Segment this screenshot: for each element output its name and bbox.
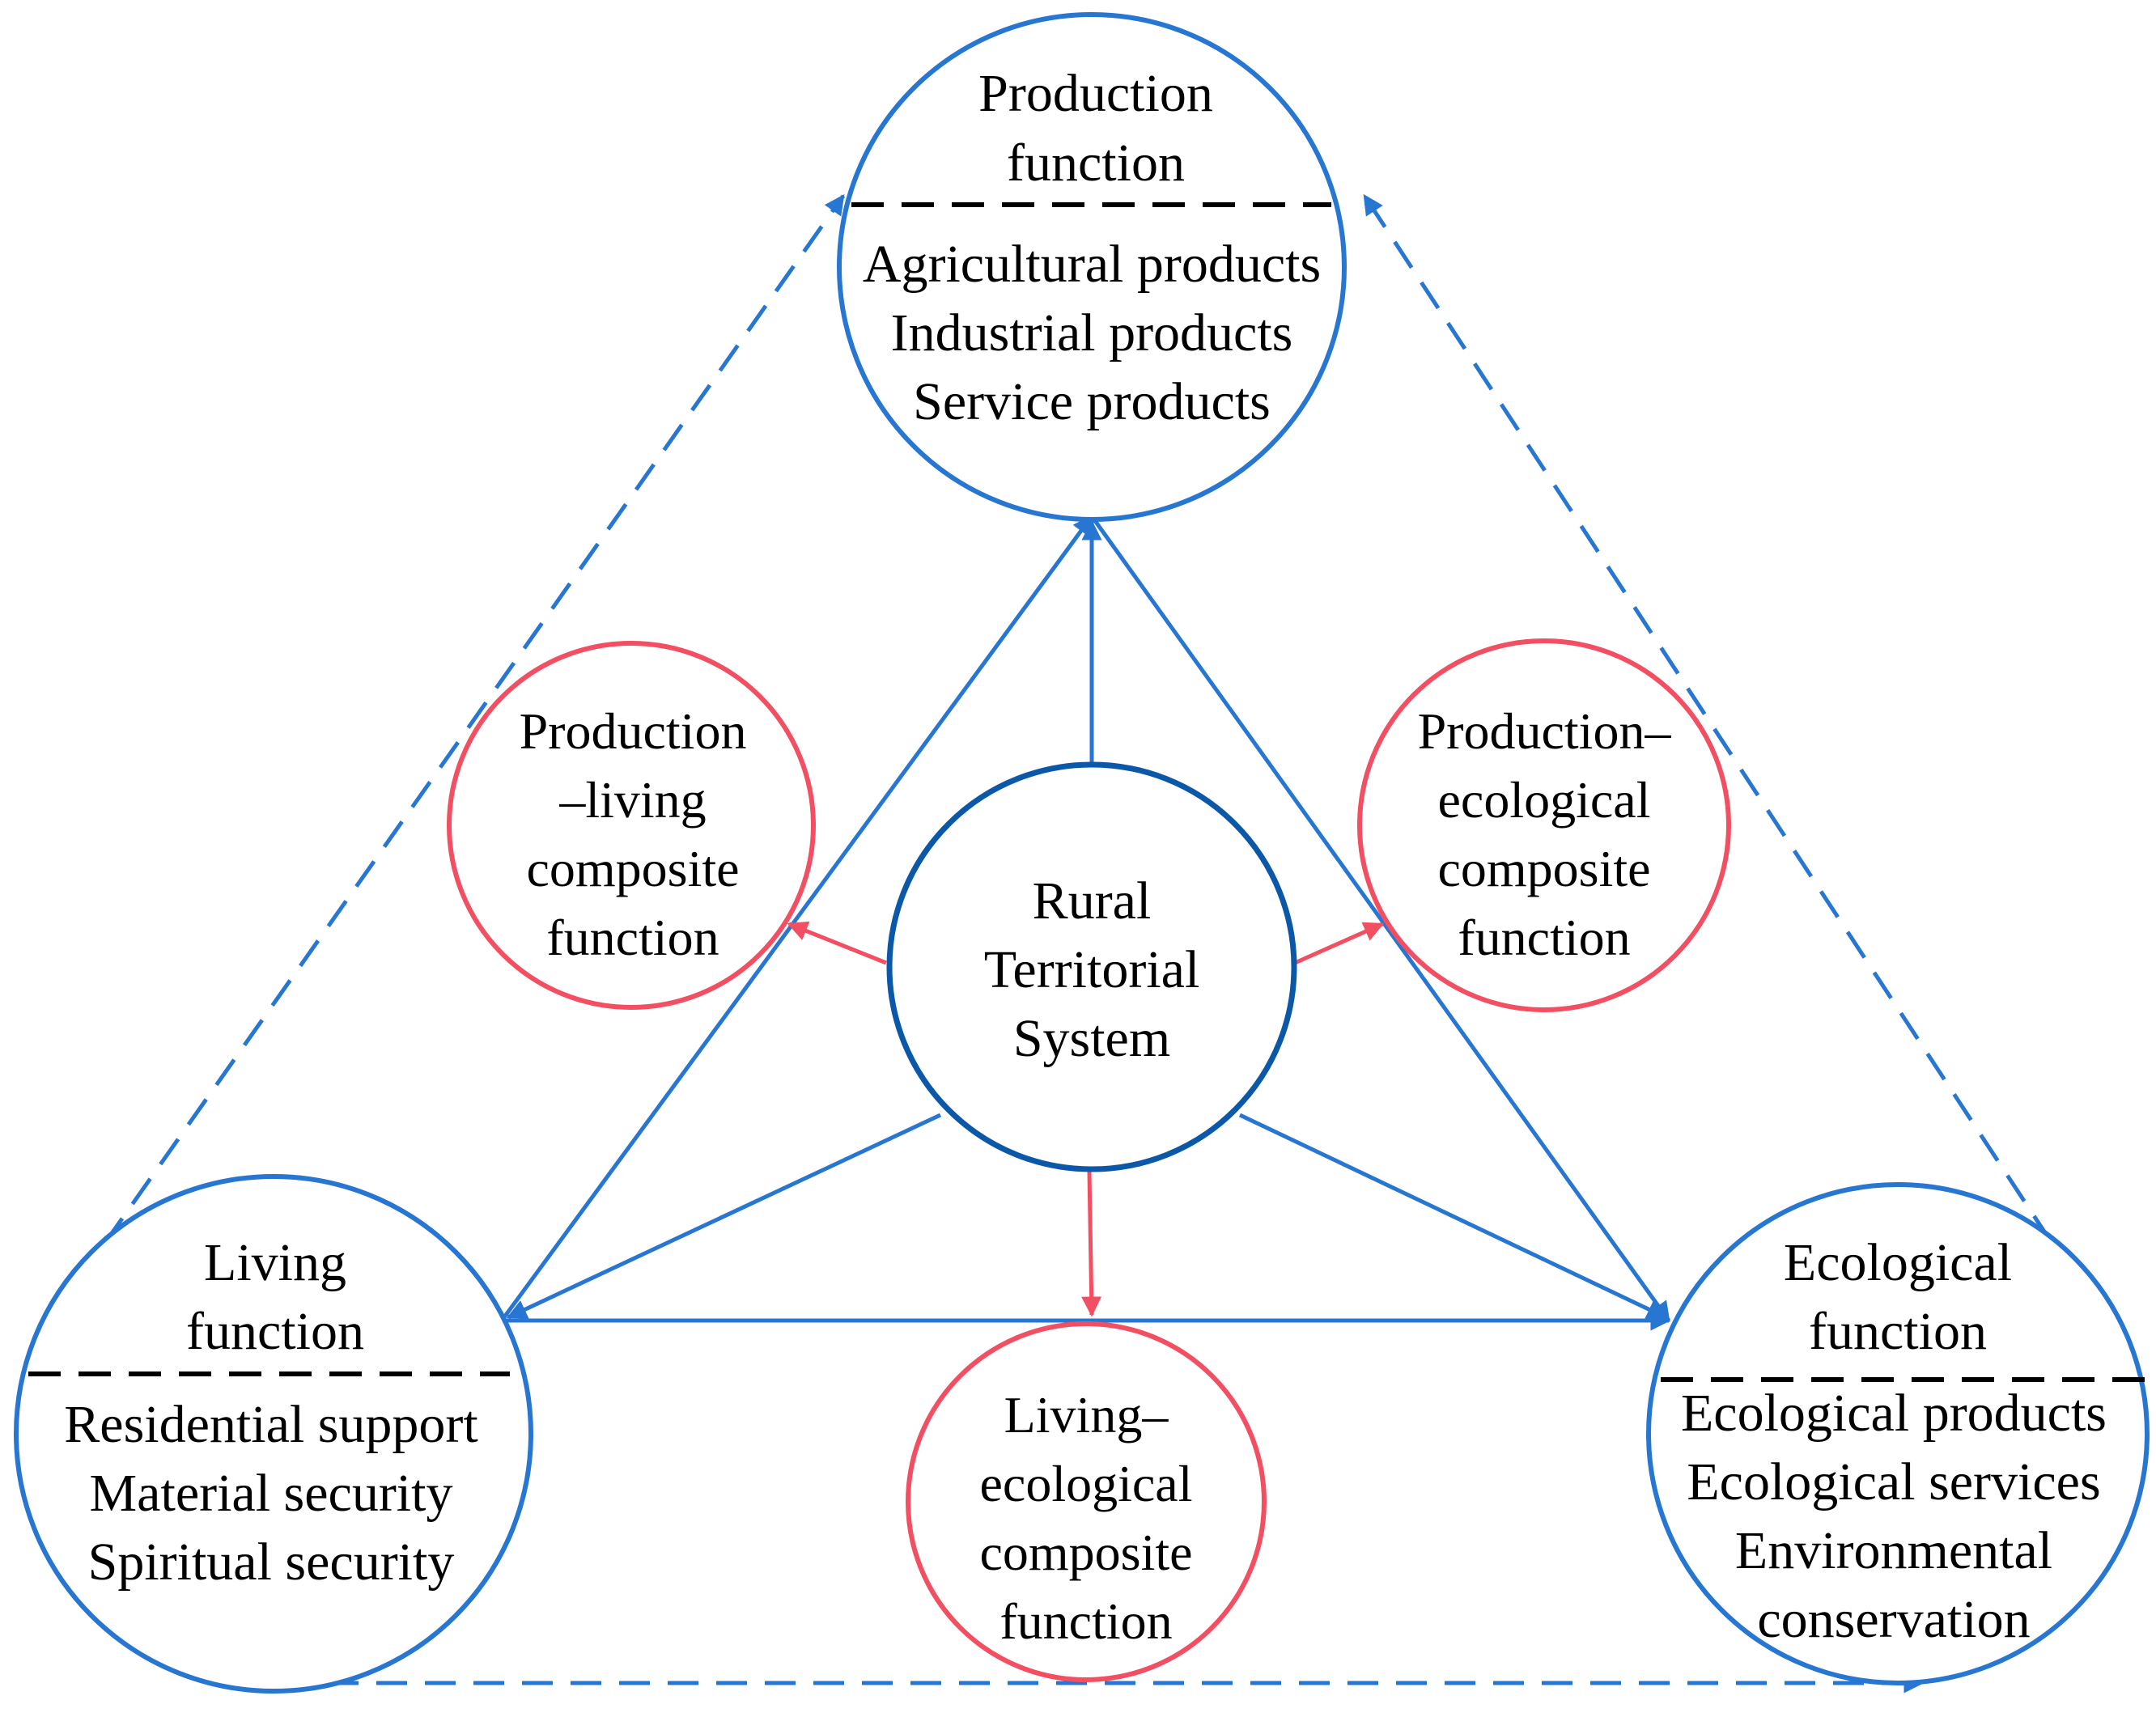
living-function-circle xyxy=(14,1174,533,1694)
ecological-title-line-1: Ecological xyxy=(1784,1233,2012,1292)
center-line-2: Territorial xyxy=(984,940,1200,999)
center-node: Rural Territorial System xyxy=(886,761,1297,1172)
production-living-circle xyxy=(447,641,816,1010)
production-ecological-line-4: function xyxy=(1458,909,1630,966)
dashed-arrow-living-to-production xyxy=(46,193,846,1325)
production-item-3: Service products xyxy=(913,372,1271,431)
production-ecological-circle xyxy=(1357,638,1731,1012)
arrow-center-to-production-living xyxy=(787,921,887,965)
production-living-line-3: composite xyxy=(526,840,739,897)
living-item-3: Spiritual security xyxy=(88,1533,455,1592)
line-production-to-ecological xyxy=(1089,515,1671,1323)
solid-connectors xyxy=(499,514,1671,1331)
production-living-line-4: function xyxy=(546,909,719,966)
production-ecological-line-3: composite xyxy=(1437,840,1650,897)
living-ecological-node: Living– ecological composite function xyxy=(906,1321,1267,1682)
production-living-line-2: –living xyxy=(558,771,706,829)
line-living-to-production xyxy=(499,514,1094,1322)
production-title-line-1: Production xyxy=(978,64,1213,123)
ecological-function-circle xyxy=(1646,1182,2150,1685)
production-ecological-line-2: ecological xyxy=(1438,771,1651,829)
spoke-center-to-ecological xyxy=(1238,1113,1668,1320)
living-function-node: Living function Residential support Mate… xyxy=(14,1174,533,1694)
ecological-item-1: Ecological products xyxy=(1681,1384,2107,1443)
arrow-center-to-living-ecological xyxy=(1081,1171,1102,1317)
dashed-feedback-arrows xyxy=(46,193,2107,1694)
center-line-1: Rural xyxy=(1033,871,1152,931)
ecological-item-2: Ecological services xyxy=(1687,1452,2100,1511)
production-function-node: Production function Agricultural product… xyxy=(837,12,1347,522)
ecological-title-line-2: function xyxy=(1809,1302,1987,1361)
living-ecological-line-3: composite xyxy=(979,1524,1192,1581)
center-line-3: System xyxy=(1013,1009,1170,1068)
production-function-circle xyxy=(837,12,1347,522)
production-title-line-2: function xyxy=(1007,134,1185,193)
center-circle xyxy=(886,761,1297,1172)
living-ecological-line-1: Living– xyxy=(1004,1386,1169,1444)
spoke-center-to-living xyxy=(506,1113,942,1320)
production-ecological-node: Production– ecological composite functio… xyxy=(1357,638,1731,1012)
living-ecological-circle xyxy=(906,1321,1267,1682)
production-ecological-line-1: Production– xyxy=(1418,702,1672,760)
ecological-function-node: Ecological function Ecological products … xyxy=(1646,1182,2150,1685)
arrow-center-to-production-ecological xyxy=(1293,922,1385,965)
production-living-line-1: Production xyxy=(520,702,747,760)
production-item-2: Industrial products xyxy=(891,303,1293,362)
production-item-1: Agricultural products xyxy=(863,235,1321,294)
dashed-arrow-ecological-to-production xyxy=(1362,193,2107,1325)
ecological-item-3: Environmental xyxy=(1735,1521,2052,1580)
production-living-node: Production –living composite function xyxy=(447,641,816,1010)
ecological-item-4: conservation xyxy=(1757,1590,2030,1649)
living-title-line-1: Living xyxy=(204,1233,346,1292)
composite-arrows xyxy=(787,921,1385,1317)
living-item-2: Material security xyxy=(90,1464,453,1523)
living-ecological-line-4: function xyxy=(999,1592,1172,1650)
living-item-1: Residential support xyxy=(64,1395,477,1454)
living-ecological-line-2: ecological xyxy=(980,1455,1193,1512)
living-title-line-2: function xyxy=(186,1302,364,1361)
